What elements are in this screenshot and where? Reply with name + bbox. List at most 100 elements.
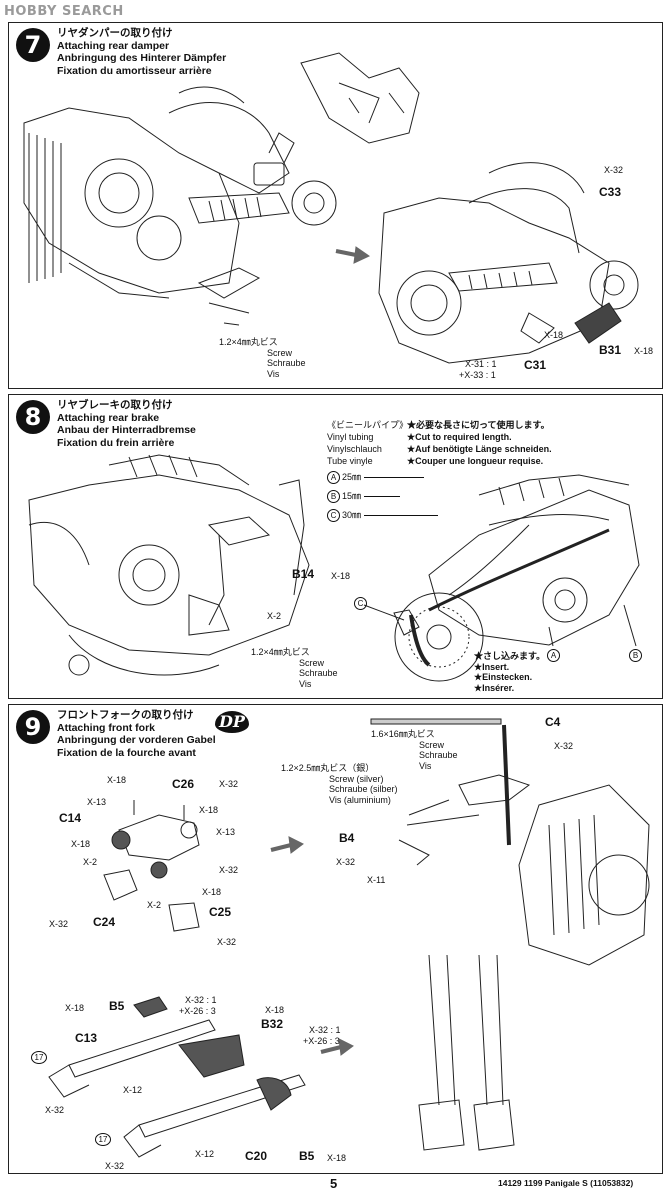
title-de: Anbringung des Hinterer Dämpfer bbox=[57, 52, 227, 64]
title-en: Attaching rear brake bbox=[57, 411, 160, 424]
mix-ratio-1: X-32 : 1 bbox=[309, 1025, 341, 1035]
part-c24: C24 bbox=[93, 915, 116, 929]
part-x2-label: X-2 bbox=[147, 900, 162, 910]
step-7-panel: 7 リヤダンパーの取り付け Attaching rear damper Anbr… bbox=[8, 22, 663, 389]
part-x2-label: X-2 bbox=[267, 611, 282, 621]
tag-a: A bbox=[547, 649, 562, 662]
part-c26: C26 bbox=[172, 777, 195, 791]
step-9-panel: 9 フロントフォークの取り付け Attaching front fork Anb… bbox=[8, 704, 663, 1174]
part-x18-label: X-18 bbox=[544, 330, 564, 340]
title-en: Attaching front fork bbox=[57, 721, 155, 734]
part-x32-label: X-32 bbox=[219, 779, 239, 789]
part-b5: B5 bbox=[109, 999, 125, 1013]
insert-fr: ★Insérer. bbox=[474, 682, 515, 693]
screw-size: 1.2×2.5㎜丸ビス（銀） bbox=[281, 763, 375, 773]
mix-ratio-2: +X-26 : 3 bbox=[303, 1036, 340, 1046]
part-x18-label: X-18 bbox=[327, 1153, 347, 1163]
vinyl-jp: 《ビニールパイプ》 bbox=[327, 420, 409, 430]
insert-de: ★Einstecken. bbox=[474, 672, 533, 682]
mix-ratio-2: +X-26 : 3 bbox=[179, 1006, 216, 1016]
title-jp: フロントフォークの取り付け bbox=[57, 709, 194, 721]
part-x2-label: X-2 bbox=[83, 857, 98, 867]
part-c20: C20 bbox=[245, 1149, 268, 1163]
step-number: 8 bbox=[16, 400, 50, 434]
title-jp: リヤダンパーの取り付け bbox=[57, 27, 173, 39]
screw-en: Screw bbox=[299, 657, 325, 668]
part-c33: C33 bbox=[599, 185, 622, 199]
cut-note: ★必要な長さに切って使用します。 ★Cut to required length… bbox=[407, 419, 552, 467]
tag-b: B bbox=[629, 649, 644, 662]
screw-fr: Vis (aluminium) bbox=[329, 794, 391, 805]
long-screw-callout: 1.6×16㎜丸ビス Screw Schraube Vis bbox=[371, 729, 458, 771]
part-c25: C25 bbox=[209, 905, 232, 919]
screw-de: Schraube (silber) bbox=[329, 784, 398, 794]
step-title: フロントフォークの取り付け Attaching front fork Anbri… bbox=[57, 709, 216, 759]
rear-brake-illustration bbox=[28, 454, 640, 682]
part-x32-label: X-32 bbox=[554, 741, 574, 751]
step-8-panel: 8 リヤブレーキの取り付け Attaching rear brake Anbau… bbox=[8, 394, 663, 699]
part-x18-label: X-18 bbox=[265, 1005, 285, 1015]
title-fr: Fixation du amortisseur arrière bbox=[57, 64, 212, 77]
title-en: Attaching rear damper bbox=[57, 39, 170, 52]
vinyl-tubing-legend: 《ビニールパイプ》 Vinyl tubing Vinylschlauch Tub… bbox=[327, 419, 438, 522]
part-x18-label: X-18 bbox=[199, 805, 219, 815]
screw-en: Screw (silver) bbox=[329, 773, 384, 784]
cut-de: ★Auf benötigte Länge schneiden. bbox=[407, 444, 552, 454]
insert-note: ★さし込みます。 ★Insert. ★Einstecken. ★Insérer. bbox=[474, 651, 545, 693]
dp-badge: DP bbox=[215, 711, 249, 733]
title-de: Anbringung der vorderen Gabel bbox=[57, 734, 216, 746]
screw-de: Schraube bbox=[299, 668, 338, 678]
part-b14: B14 bbox=[292, 567, 315, 581]
mix-ratio-1: X-32 : 1 bbox=[185, 995, 217, 1005]
screw-size: 1.2×4㎜丸ビス bbox=[251, 647, 310, 657]
step-title: リヤダンパーの取り付け Attaching rear damper Anbrin… bbox=[57, 27, 226, 77]
part-x32-label: X-32 bbox=[217, 937, 237, 947]
part-x11-label: X-11 bbox=[367, 875, 386, 885]
step-number: 7 bbox=[16, 28, 50, 62]
part-x13-label: X-13 bbox=[87, 797, 107, 807]
front-fork-illustration bbox=[48, 718, 650, 1158]
part-c13: C13 bbox=[75, 1031, 98, 1045]
part-c4: C4 bbox=[545, 715, 561, 729]
screw-callout: 1.2×4㎜丸ビス Screw Schraube Vis bbox=[219, 337, 306, 379]
part-x32-label: X-32 bbox=[219, 865, 239, 875]
screw-size: 1.6×16㎜丸ビス bbox=[371, 729, 435, 739]
vinyl-de: Vinylschlauch bbox=[327, 444, 382, 454]
title-fr: Fixation de la fourche avant bbox=[57, 746, 196, 759]
part-c31: C31 bbox=[524, 358, 547, 372]
footer-model: 14129 1199 Panigale S (11053832) bbox=[498, 1178, 634, 1188]
tag-c: C bbox=[354, 597, 369, 610]
screw-fr: Vis bbox=[299, 678, 312, 689]
screw-fr: Vis bbox=[419, 760, 432, 771]
c31-ratio-1: X-31 : 1 bbox=[465, 359, 497, 369]
part-17-ref: 17 bbox=[95, 1133, 113, 1146]
part-x32-label: X-32 bbox=[45, 1105, 65, 1115]
part-x18-label: X-18 bbox=[65, 1003, 85, 1013]
part-x18-label: X-18 bbox=[71, 839, 91, 849]
watermark: HOBBY SEARCH bbox=[4, 4, 124, 19]
part-x18-label: X-18 bbox=[634, 346, 654, 356]
c31-ratio-2: +X-33 : 1 bbox=[459, 370, 496, 380]
part-b32: B32 bbox=[261, 1017, 284, 1031]
part-x12-label: X-12 bbox=[195, 1149, 215, 1159]
part-b4: B4 bbox=[339, 831, 355, 845]
part-c14: C14 bbox=[59, 811, 82, 825]
vinyl-fr: Tube vinyle bbox=[327, 456, 373, 466]
vinyl-en: Vinyl tubing bbox=[327, 432, 374, 442]
screw-size: 1.2×4㎜丸ビス bbox=[219, 337, 278, 347]
screw-de: Schraube bbox=[419, 750, 458, 760]
insert-jp: ★さし込みます。 bbox=[474, 651, 546, 661]
screw-callout: 1.2×4㎜丸ビス Screw Schraube Vis bbox=[251, 647, 338, 689]
screw-fr: Vis bbox=[267, 368, 280, 379]
cut-jp: ★必要な長さに切って使用します。 bbox=[407, 420, 550, 430]
rear-damper-illustration bbox=[23, 52, 639, 364]
cut-fr: ★Couper une longueur requise. bbox=[407, 456, 544, 466]
part-x32-label: X-32 bbox=[105, 1161, 125, 1171]
screw-en: Screw bbox=[267, 347, 293, 358]
page-number: 5 bbox=[330, 1176, 338, 1191]
title-jp: リヤブレーキの取り付け bbox=[57, 399, 173, 411]
part-x32-label: X-32 bbox=[49, 919, 69, 929]
part-b31: B31 bbox=[599, 343, 622, 357]
part-b5: B5 bbox=[299, 1149, 315, 1163]
